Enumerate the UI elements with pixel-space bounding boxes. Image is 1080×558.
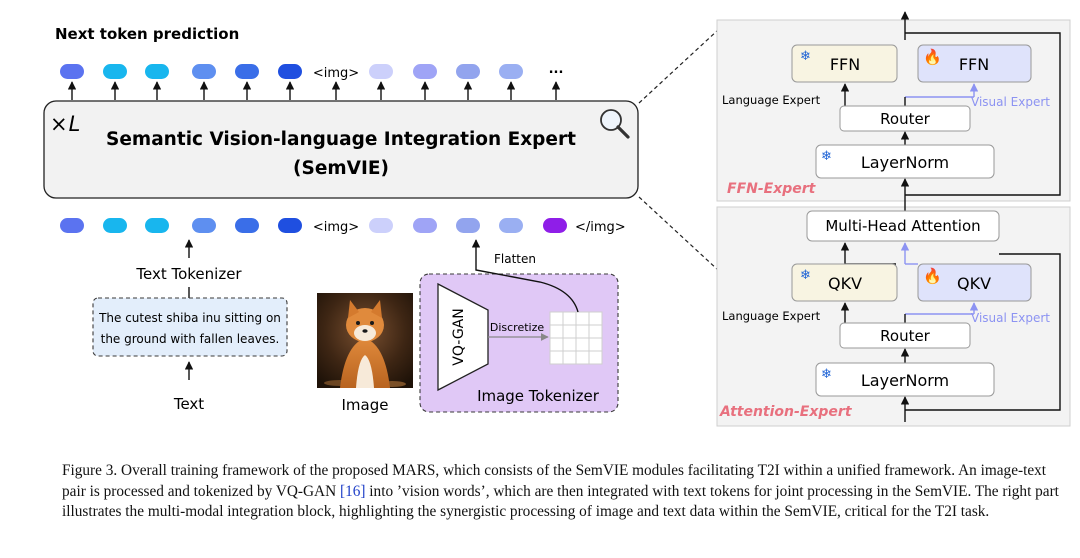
end-img-token-label: </img> (575, 220, 626, 235)
residual-skip-ffn (905, 32, 1061, 196)
figure-caption: Figure 3. Overall training framework of … (62, 461, 1062, 523)
citation-link[interactable]: [16] (339, 482, 366, 500)
visual-expert-label: Visual Expert (971, 95, 1050, 109)
zoom-line (638, 196, 719, 271)
ellipsis: ... (549, 62, 564, 77)
snowflake-icon: ❄ (821, 149, 832, 164)
image-token (369, 64, 393, 79)
qkv-label: QKV (828, 274, 862, 293)
vqgan-trapezoid (437, 282, 489, 392)
image-tokenizer-label: Image Tokenizer (477, 387, 600, 405)
output-token-row: <img> ... (60, 62, 563, 100)
text-token (145, 218, 169, 233)
image-token (369, 218, 393, 233)
text-tokenizer-label: Text Tokenizer (135, 265, 242, 283)
figure-diagram: Next token prediction <img> ... (43, 11, 1071, 427)
router-label: Router (880, 110, 931, 128)
text-input-label: Text (173, 395, 204, 413)
flame-icon: 🔥 (923, 267, 942, 285)
zoom-line (638, 29, 719, 104)
qkv-language-expert-box (791, 263, 898, 302)
vqgan-label: VQ-GAN (451, 308, 467, 365)
router-label: Router (880, 327, 931, 345)
prompt-line: The cutest shiba inu sitting on (98, 311, 281, 325)
layernorm-box-ffn (815, 144, 995, 179)
ffn-language-expert-box (791, 44, 898, 83)
mha-label: Multi-Head Attention (825, 217, 980, 235)
text-token (103, 64, 127, 79)
text-token (192, 218, 216, 233)
ffn-label: FFN (959, 55, 989, 74)
layernorm-label: LayerNorm (861, 371, 949, 390)
end-image-token (543, 218, 567, 233)
qkv-label: QKV (957, 274, 991, 293)
image-token (413, 218, 437, 233)
visual-expert-label: Visual Expert (971, 311, 1050, 325)
semvie-subtitle: (SemVIE) (293, 158, 389, 179)
prompt-line: the ground with fallen leaves. (101, 332, 280, 346)
img-token-label: <img> (313, 220, 359, 235)
snowflake-icon: ❄ (800, 268, 811, 283)
flatten-arrow (471, 239, 579, 313)
semvie-title: Semantic Vision-language Integration Exp… (106, 129, 576, 150)
snowflake-icon: ❄ (800, 49, 811, 64)
text-token (278, 218, 302, 233)
input-token-row: <img> </img> (60, 218, 626, 235)
image-token (499, 218, 523, 233)
residual-skip-attn (905, 253, 1061, 411)
language-expert-label: Language Expert (722, 93, 821, 107)
flame-icon: 🔥 (923, 48, 942, 66)
image-label: Image (342, 396, 389, 414)
text-token (192, 64, 216, 79)
router-box-ffn (839, 105, 971, 132)
layer-count-label: ×L (50, 112, 80, 136)
attention-expert-title: Attention-Expert (719, 404, 853, 420)
flatten-label: Flatten (494, 252, 536, 266)
router-box-attn (839, 322, 971, 349)
ffn-label: FFN (830, 55, 860, 74)
snowflake-icon: ❄ (821, 367, 832, 382)
mha-box (806, 210, 1000, 242)
image-token (456, 64, 480, 79)
discretize-label: Discretize (490, 321, 544, 334)
image-token (456, 218, 480, 233)
text-token (145, 64, 169, 79)
text-token (235, 218, 259, 233)
text-token (60, 64, 84, 79)
shiba-image (317, 293, 413, 388)
text-token (278, 64, 302, 79)
qkv-visual-expert-box (917, 263, 1032, 302)
image-token (413, 64, 437, 79)
caption-text: Figure 3. Overall training framework of … (62, 462, 1047, 500)
expert-panel: ❄ FFN 🔥 FFN Language Expert Visual Exper… (716, 11, 1071, 427)
magnifier-icon (600, 109, 630, 139)
prompt-box (92, 297, 288, 357)
ffn-visual-expert-box (917, 44, 1032, 83)
token-grid (549, 311, 603, 365)
img-token-label: <img> (313, 66, 359, 81)
next-token-label: Next token prediction (55, 25, 239, 43)
layernorm-label: LayerNorm (861, 153, 949, 172)
text-token (103, 218, 127, 233)
output-token-arrows (67, 81, 561, 100)
layernorm-box-attn (815, 362, 995, 397)
ffn-expert-title: FFN-Expert (727, 181, 817, 197)
caption-text: into ’vision words’, which are then inte… (62, 482, 1059, 521)
text-token (60, 218, 84, 233)
text-token (235, 64, 259, 79)
language-expert-label: Language Expert (722, 309, 821, 323)
image-token (499, 64, 523, 79)
semvie-box (43, 100, 639, 199)
